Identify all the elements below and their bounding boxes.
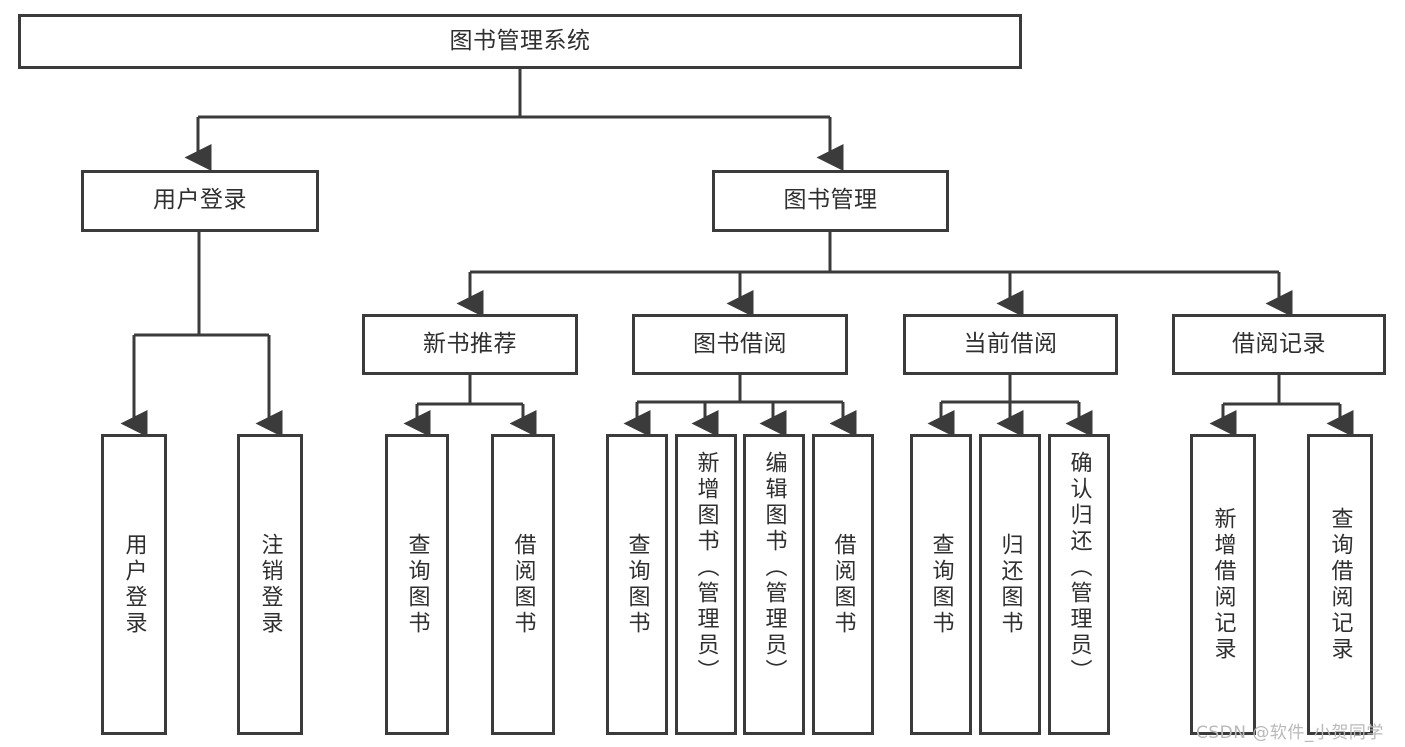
node-current-borrow[interactable]: 当前借阅	[903, 314, 1118, 375]
node-leaf-query-record[interactable]: 查询借阅记录	[1307, 434, 1373, 735]
node-borrow-record-label: 借阅记录	[1232, 330, 1326, 357]
node-leaf-add-record-label: 新增借阅记录	[1210, 506, 1236, 663]
node-leaf-logout[interactable]: 注销登录	[237, 434, 303, 735]
node-leaf-query-book-3-label: 查询图书	[928, 532, 954, 637]
node-leaf-add-record[interactable]: 新增借阅记录	[1190, 434, 1256, 735]
node-leaf-confirm-return[interactable]: 确认归还（管理员）	[1048, 434, 1110, 735]
node-leaf-query-book-1[interactable]: 查询图书	[385, 434, 449, 735]
node-leaf-user-login-label: 用户登录	[121, 532, 147, 637]
node-leaf-return-book[interactable]: 归还图书	[979, 434, 1041, 735]
node-leaf-add-book-label: 新增图书（管理员）	[693, 451, 719, 685]
node-leaf-confirm-return-label: 确认归还（管理员）	[1066, 451, 1092, 685]
node-leaf-edit-book-label: 编辑图书（管理员）	[761, 451, 787, 685]
node-leaf-query-book-2-label: 查询图书	[624, 532, 650, 637]
node-leaf-query-book-2[interactable]: 查询图书	[606, 434, 668, 735]
node-book-manage[interactable]: 图书管理	[712, 170, 949, 232]
node-leaf-query-book-1-label: 查询图书	[404, 532, 430, 637]
node-leaf-borrow-book-1[interactable]: 借阅图书	[491, 434, 555, 735]
node-leaf-query-record-label: 查询借阅记录	[1327, 506, 1353, 663]
node-leaf-edit-book[interactable]: 编辑图书（管理员）	[743, 434, 805, 735]
node-book-borrow-label: 图书借阅	[693, 330, 787, 357]
node-leaf-borrow-book-2[interactable]: 借阅图书	[812, 434, 874, 735]
node-book-manage-label: 图书管理	[783, 187, 878, 214]
node-leaf-add-book[interactable]: 新增图书（管理员）	[675, 434, 737, 735]
node-current-borrow-label: 当前借阅	[963, 330, 1058, 357]
node-borrow-record[interactable]: 借阅记录	[1172, 314, 1386, 375]
node-root[interactable]: 图书管理系统	[18, 14, 1022, 69]
node-leaf-borrow-book-1-label: 借阅图书	[510, 532, 536, 637]
node-leaf-return-book-label: 归还图书	[997, 532, 1023, 637]
node-book-borrow[interactable]: 图书借阅	[632, 314, 848, 375]
node-root-label: 图书管理系统	[449, 27, 591, 54]
node-new-book-rec[interactable]: 新书推荐	[362, 314, 578, 375]
node-new-book-rec-label: 新书推荐	[423, 330, 517, 357]
node-leaf-query-book-3[interactable]: 查询图书	[910, 434, 972, 735]
node-leaf-user-login[interactable]: 用户登录	[101, 434, 167, 735]
node-leaf-logout-label: 注销登录	[257, 532, 283, 637]
node-user-login[interactable]: 用户登录	[81, 170, 319, 232]
node-leaf-borrow-book-2-label: 借阅图书	[830, 532, 856, 637]
node-user-login-label: 用户登录	[153, 187, 247, 214]
